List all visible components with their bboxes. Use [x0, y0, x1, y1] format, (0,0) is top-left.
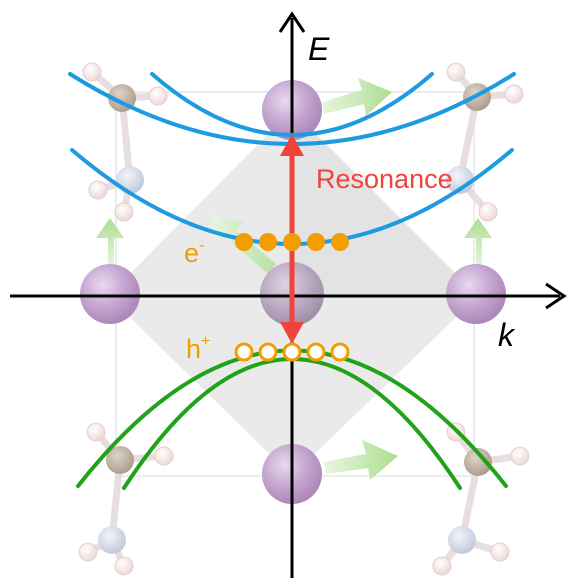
arrow-top: [322, 78, 392, 116]
electron-dot: [307, 233, 325, 251]
crystal-structure-background: [78, 62, 530, 576]
resonance-arrow-head-up: [280, 134, 304, 156]
hole-label: h+: [186, 333, 210, 364]
arrow-right: [464, 218, 492, 268]
electron-dot: [331, 233, 349, 251]
hydrogen-atoms: [78, 62, 530, 576]
hole-dot: [306, 342, 326, 362]
displacement-arrows: [96, 78, 492, 480]
arrow-left: [96, 218, 124, 268]
energy-axis-arrow-icon: [278, 11, 306, 33]
hole-dot: [258, 342, 278, 362]
arrow-bottom: [324, 440, 398, 480]
electron-row: [235, 233, 349, 251]
resonance-arrow-head-down: [280, 322, 304, 344]
energy-axis-label: E: [308, 31, 330, 67]
electron-dot: [259, 233, 277, 251]
electron-dot: [283, 233, 301, 251]
momentum-axis-label: k: [498, 317, 516, 353]
hole-row: [234, 342, 350, 362]
hole-dot: [330, 342, 350, 362]
electron-label: e-: [184, 237, 204, 268]
nitrogen-atoms: [98, 166, 476, 554]
electron-dot: [235, 233, 253, 251]
hole-dot: [234, 342, 254, 362]
octahedron-face: [292, 110, 478, 296]
hole-dot: [282, 342, 302, 362]
momentum-axis-arrow-icon: [545, 282, 567, 310]
resonance-label: Resonance: [316, 164, 453, 194]
